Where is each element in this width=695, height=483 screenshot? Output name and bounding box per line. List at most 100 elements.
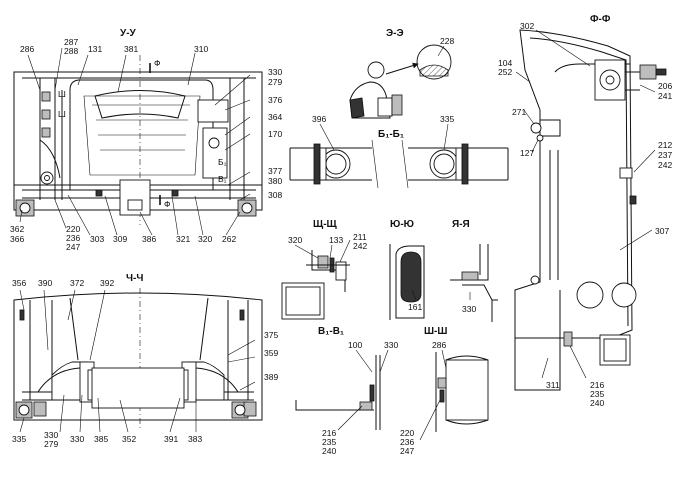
callout-label: 335 (440, 114, 454, 124)
callout-label: 303 (90, 234, 104, 244)
callout-label: 170 (268, 129, 282, 139)
cut-mark-sh-lower: Ш (58, 109, 66, 119)
callout-label: 271 (512, 107, 526, 117)
callout-label: 242 (658, 160, 672, 170)
callout-label: 252 (498, 67, 512, 77)
view-ff: Ф-Ф 302 104 252 (498, 14, 672, 408)
cut-mark-v1: В₁ (218, 174, 227, 184)
callout-label: 228 (440, 36, 454, 46)
callout-label: 240 (322, 446, 336, 456)
callout-label: 131 (88, 44, 102, 54)
callout-label: 211 (353, 232, 367, 242)
section-title-shch: Щ-Щ (313, 219, 338, 230)
view-sh: Ш-Ш 286 220 236 247 (400, 326, 489, 456)
section-title-sh: Ш-Ш (424, 326, 447, 337)
callout-label: 372 (70, 278, 84, 288)
callout-label: 330 (462, 304, 476, 314)
callout-label: 279 (268, 77, 282, 87)
callout-label: 352 (122, 434, 136, 444)
callout-label: 133 (329, 235, 343, 245)
callout-label: 396 (312, 114, 326, 124)
cut-mark-sh: Ш (58, 89, 66, 99)
callout-label: 287 (64, 37, 78, 47)
callout-label: 377 (268, 166, 282, 176)
callout-label: 220 (400, 428, 414, 438)
callout-label: 236 (66, 233, 80, 243)
callout-label: 286 (20, 44, 34, 54)
labels-chch: 356 390 372 392 375 359 389 335 330 279 … (12, 278, 278, 449)
callout-label: 104 (498, 58, 512, 68)
callout-label: 212 (658, 140, 672, 150)
callout-label: 383 (188, 434, 202, 444)
callout-label: 127 (520, 148, 534, 158)
callout-label: 279 (44, 439, 58, 449)
section-title-yaya: Я-Я (452, 219, 470, 230)
section-title-ff: Ф-Ф (590, 14, 611, 25)
callout-label: 391 (164, 434, 178, 444)
cut-mark-f-lower: Ф (164, 199, 170, 209)
callout-label: 216 (590, 380, 604, 390)
view-uu: У-У Ф Ф (10, 28, 282, 252)
callout-label: 242 (353, 241, 367, 251)
callout-label: 392 (100, 278, 114, 288)
view-yuyu: Ю-Ю 161 (389, 219, 425, 320)
section-title-yuyu: Ю-Ю (390, 219, 414, 230)
callout-label: 310 (194, 44, 208, 54)
callout-label: 247 (400, 446, 414, 456)
callout-label: 330 (70, 434, 84, 444)
view-b1b1: Б₁-Б₁ 396 335 (289, 114, 509, 189)
callout-label: 320 (288, 235, 302, 245)
callout-label: 237 (658, 150, 672, 160)
callout-label: 359 (264, 348, 278, 358)
callout-label: 309 (113, 234, 127, 244)
callout-label: 240 (590, 398, 604, 408)
callout-label: 335 (12, 434, 26, 444)
view-v1v1: В₁-В₁ 100 330 216 235 240 (295, 326, 398, 456)
callout-label: 330 (44, 430, 58, 440)
callout-label: 302 (520, 21, 534, 31)
callout-label: 330 (268, 67, 282, 77)
callout-label: 236 (400, 437, 414, 447)
callout-label: 364 (268, 112, 282, 122)
callout-label: 235 (322, 437, 336, 447)
callout-label: 380 (268, 176, 282, 186)
callout-label: 311 (546, 380, 560, 390)
section-title-chch: Ч-Ч (126, 273, 143, 284)
cut-mark-f: Ф (154, 58, 160, 68)
callout-label: 288 (64, 46, 78, 56)
view-shch: Щ-Щ 320 133 211 242 (281, 219, 367, 320)
callout-label: 100 (348, 340, 362, 350)
callout-label: 307 (655, 226, 669, 236)
callout-label: 375 (264, 330, 278, 340)
section-title-v1: В₁-В₁ (318, 326, 344, 337)
callout-label: 376 (268, 95, 282, 105)
callout-label: 385 (94, 434, 108, 444)
callout-label: 386 (142, 234, 156, 244)
labels-uu: 286 287 288 131 381 310 330 279 376 364 … (10, 37, 282, 252)
callout-label: 330 (384, 340, 398, 350)
callout-label: 206 (658, 81, 672, 91)
callout-label: 308 (268, 190, 282, 200)
callout-label: 390 (38, 278, 52, 288)
section-title-uu: У-У (120, 28, 137, 39)
callout-label: 247 (66, 242, 80, 252)
callout-label: 286 (432, 340, 446, 350)
view-yaya: Я-Я 330 (450, 219, 498, 322)
view-ee: Э-Э 228 (349, 28, 454, 119)
callout-label: 381 (124, 44, 138, 54)
callout-label: 216 (322, 428, 336, 438)
cut-mark-b1: Б₁ (218, 157, 227, 167)
section-title-b1: Б₁-Б₁ (378, 129, 404, 140)
callout-label: 362 (10, 224, 24, 234)
callout-label: 235 (590, 389, 604, 399)
callout-label: 262 (222, 234, 236, 244)
callout-label: 320 (198, 234, 212, 244)
labels-ff: 302 104 252 206 241 271 127 212 237 242 … (498, 21, 672, 408)
callout-label: 161 (408, 302, 422, 312)
section-title-ee: Э-Э (386, 28, 404, 39)
view-chch: Ч-Ч 356 (12, 273, 278, 449)
callout-label: 220 (66, 224, 80, 234)
callout-label: 389 (264, 372, 278, 382)
